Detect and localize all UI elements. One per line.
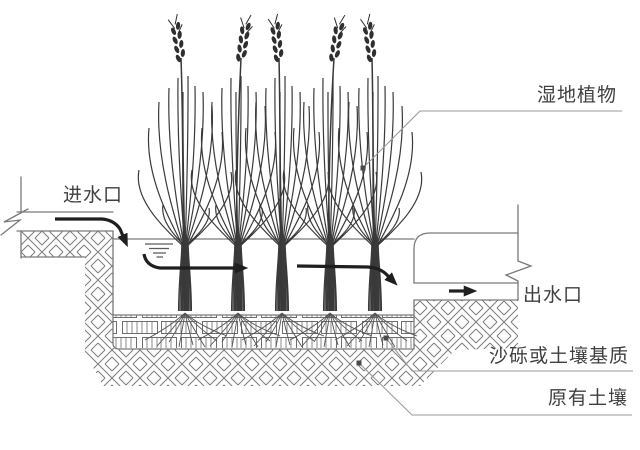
label-wetland-plants: 湿地植物 [537,84,617,106]
label-inlet: 进水口 [63,184,123,206]
seed-head-icon [167,13,185,63]
substrate-layer [113,315,414,348]
wetland-plants-illustration [137,13,423,348]
label-original-soil: 原有土壤 [548,387,628,409]
basin-structure-lines [0,176,533,350]
flow-arrow-basin-2 [296,264,398,286]
label-outlet: 出水口 [523,284,583,306]
seed-head-icon [329,14,347,62]
wetland-plant [137,13,233,348]
wetland-plant [282,14,378,348]
wetland-plant [190,14,286,348]
flow-arrow-basin-1 [142,253,249,274]
water-level-icon [145,243,173,258]
break-symbol-inlet [0,208,29,236]
flow-arrow-inlet [55,217,128,248]
label-substrate: 沙砾或土壤基质 [489,345,629,367]
seed-head-icon [267,13,284,63]
seed-head-icon [236,14,253,62]
break-symbol-outlet [504,260,533,282]
seed-head-icon [360,13,377,63]
leader-lines [356,110,633,416]
soil-berm-hatch [21,231,518,386]
wetland-plant [327,13,423,348]
leader-dot-wetland-plants [360,165,366,171]
leader-original-soil [358,362,632,416]
wetland-plant [234,13,330,348]
leader-dot-substrate [383,335,389,341]
leader-wetland-plants [362,110,622,169]
leader-substrate [385,337,633,372]
leader-dot-original-soil [356,360,362,366]
flow-arrows [55,217,478,297]
